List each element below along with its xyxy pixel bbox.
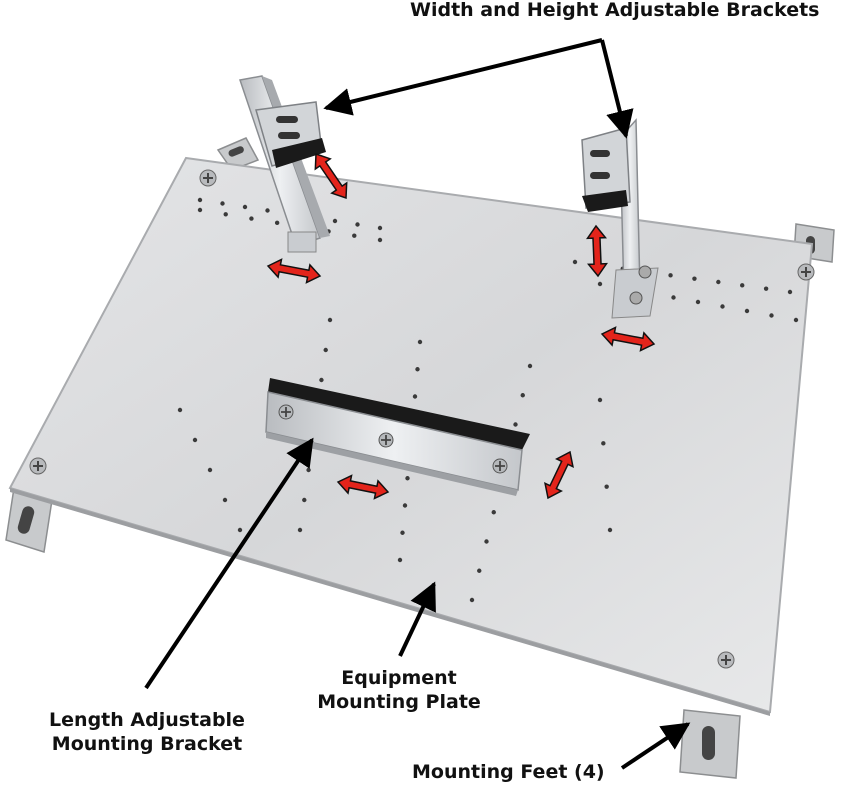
adjust-arrow-2	[266, 258, 322, 284]
callout-arrow-plate	[398, 581, 436, 657]
label-length-adjustable-bracket: Length Adjustable Mounting Bracket	[46, 708, 248, 756]
label-length-line1: Length Adjustable	[49, 709, 245, 731]
corner-screws	[29, 169, 815, 669]
adjustment-arrows	[266, 152, 656, 500]
label-mounting-feet: Mounting Feet (4)	[412, 761, 605, 783]
callout-arrow-feet	[620, 722, 691, 770]
adjust-arrow-4	[600, 326, 656, 352]
callout-arrows	[144, 38, 691, 770]
label-length-line2: Mounting Bracket	[51, 733, 243, 755]
length-adjustable-bracket	[265, 378, 530, 496]
callout-arrow-wh-left	[323, 38, 603, 116]
adjust-arrow-6	[544, 450, 574, 500]
width-height-bracket-right	[581, 118, 659, 319]
width-height-bracket-left	[239, 75, 330, 253]
callout-arrow-wh-right	[600, 39, 634, 139]
adjust-arrow-1	[314, 152, 348, 200]
adjust-arrow-5	[336, 474, 390, 500]
label-width-height-brackets: Width and Height Adjustable Brackets	[410, 0, 820, 21]
callout-arrow-length	[144, 437, 314, 690]
label-equipment-line2: Mounting Plate	[317, 691, 481, 713]
adjust-arrow-3	[586, 224, 608, 278]
mounting-foot-front-right	[679, 709, 741, 779]
label-equipment-mounting-plate: Equipment Mounting Plate	[316, 666, 482, 714]
label-equipment-line1: Equipment	[341, 667, 457, 689]
